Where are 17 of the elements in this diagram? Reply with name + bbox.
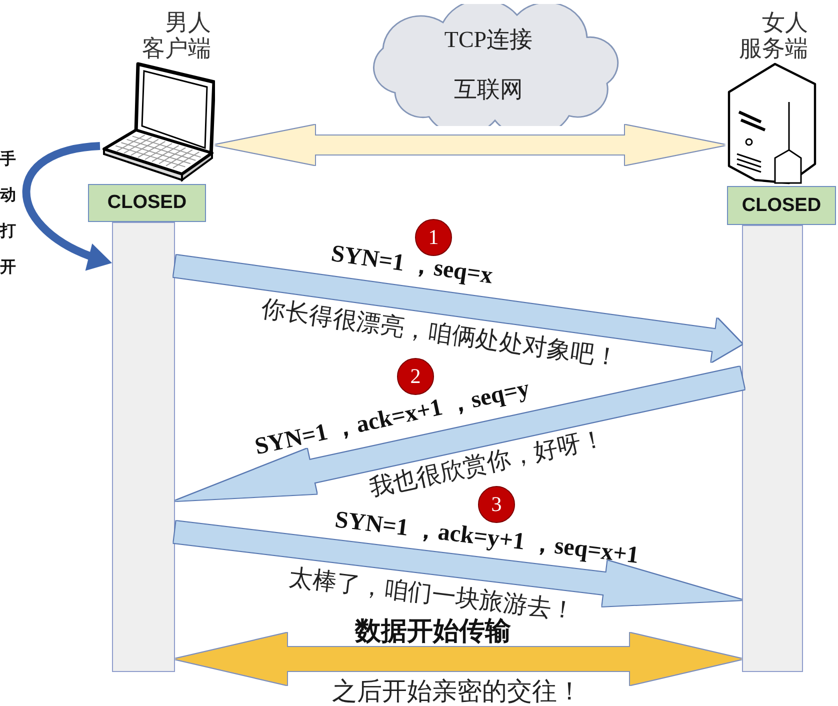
state-box: CLOSED xyxy=(727,186,836,225)
curved-arrow xyxy=(22,142,114,270)
lifeline-bar xyxy=(112,222,175,672)
state-box: CLOSED xyxy=(88,184,206,222)
cloud-caption: 互联网 xyxy=(454,76,523,104)
cloud-title: TCP连接 xyxy=(444,26,533,54)
step-number: 3 xyxy=(478,486,515,523)
message-text: 之后开始亲密的交往！ xyxy=(332,677,582,706)
step-number: 2 xyxy=(397,358,434,395)
node-heading: 女人服务端 xyxy=(738,10,808,62)
node-heading: 男人客户端 xyxy=(141,10,211,62)
lifeline-bar xyxy=(742,225,803,672)
double-arrow xyxy=(215,125,725,165)
arrow xyxy=(174,255,744,362)
step-number: 1 xyxy=(415,219,452,256)
double-arrow xyxy=(175,633,742,685)
edge-label: 数据开始传输 xyxy=(355,616,511,648)
